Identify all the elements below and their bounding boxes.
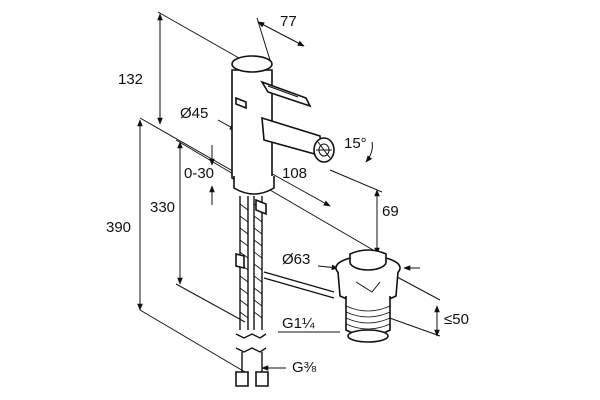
dim-69-label: 69 <box>382 203 399 220</box>
pop-up-waste <box>335 249 401 343</box>
dim-63-label: Ø63 <box>282 251 310 268</box>
dim-132-label: 132 <box>118 71 143 88</box>
dim-15deg-label: 15° <box>344 135 367 152</box>
dim-330-label: 330 <box>150 199 175 216</box>
dimension-labels: 77 132 Ø45 15° 0-30 108 330 69 390 Ø63 ≤… <box>106 13 469 376</box>
dim-390-label: 390 <box>106 219 131 236</box>
supply-hoses <box>235 196 335 387</box>
thread-g114-label: G1¼ <box>282 315 315 332</box>
dim-45-label: Ø45 <box>180 105 208 122</box>
faucet-body <box>231 55 335 195</box>
dimension-lines <box>137 13 440 371</box>
dim-77-label: 77 <box>280 13 297 30</box>
dim-108-label: 108 <box>282 165 307 182</box>
thread-g38-label: G⅜ <box>292 359 317 376</box>
dim-0-30-label: 0-30 <box>184 165 214 182</box>
dim-50-label: ≤50 <box>444 311 469 328</box>
